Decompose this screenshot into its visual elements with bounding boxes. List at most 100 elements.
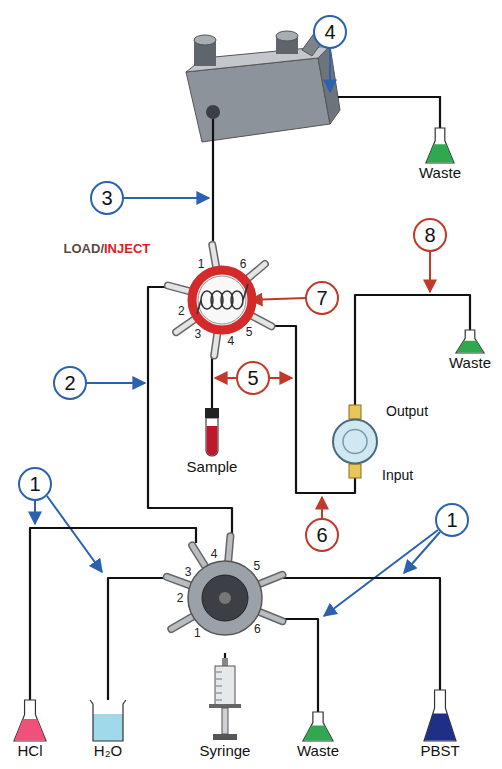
port-fitting — [257, 611, 283, 621]
waste-flask-shape — [455, 330, 485, 354]
container-label: Waste — [295, 742, 341, 759]
flask-liquid — [457, 341, 484, 353]
container-label: PBST — [418, 742, 462, 759]
injection-valve: 162534 — [170, 248, 274, 352]
water-beaker: H₂O — [89, 700, 127, 759]
waste-flask: Waste — [447, 330, 493, 371]
port-number: 3 — [185, 566, 192, 578]
flask-liquid — [304, 726, 333, 741]
port-number: 4 — [227, 335, 234, 347]
pump-port-label: Output — [386, 403, 428, 419]
valve-rotor — [202, 575, 248, 621]
tubing — [280, 578, 440, 690]
pump-fitting — [349, 405, 361, 419]
hcl-flask: HCl — [13, 700, 47, 759]
flask-liquid — [425, 713, 456, 740]
leader-arrows — [35, 48, 440, 616]
callout-number: 2 — [64, 373, 75, 393]
flask-outline — [424, 690, 456, 741]
valve-body — [188, 561, 262, 635]
port-fitting — [171, 615, 195, 629]
pump: OutputInput — [330, 405, 380, 478]
port-fitting — [257, 611, 283, 621]
port-fitting — [167, 577, 193, 587]
sample-loop — [197, 284, 248, 314]
port-fitting — [228, 536, 230, 564]
beaker-outline — [90, 700, 126, 741]
pump-port-label: Input — [382, 467, 413, 483]
valve-hub — [219, 592, 231, 604]
flask-outline — [14, 700, 46, 741]
syringe-scale — [216, 700, 222, 701]
callout-circles — [19, 16, 468, 551]
selector-valve: 345261 — [170, 543, 280, 653]
flask-outline — [426, 128, 454, 163]
selector-valve-shape — [170, 543, 280, 653]
pbst-flask-shape — [423, 690, 457, 742]
container-label: H₂O — [89, 742, 127, 759]
port-fitting — [167, 577, 193, 587]
flask-outline — [303, 712, 333, 741]
tube-cap — [205, 408, 219, 418]
callout-number: 5 — [247, 368, 258, 388]
tubing — [224, 653, 226, 658]
port-fitting — [257, 575, 283, 585]
syringe-barrel — [215, 666, 235, 706]
sample-tube-shape — [203, 408, 221, 458]
port-number: 1 — [194, 627, 201, 639]
syringe: Syringe — [198, 658, 253, 759]
port-fitting — [192, 545, 207, 569]
syringe-tip — [222, 658, 228, 666]
sample-liquid — [207, 426, 218, 455]
port-number: 1 — [198, 258, 205, 270]
port-number: 5 — [253, 560, 260, 572]
tube-body — [206, 418, 218, 456]
tubing — [108, 578, 170, 700]
valve-rotor — [198, 276, 246, 324]
syringe-scale — [216, 693, 222, 694]
callout-number: 3 — [101, 188, 112, 208]
container-label: Waste — [447, 354, 493, 371]
mode-label: LOAD/ — [64, 242, 104, 255]
port-number: 2 — [177, 592, 184, 604]
container-label: HCl — [13, 742, 47, 759]
port-fitting — [228, 536, 230, 564]
syringe-thumb — [213, 734, 237, 740]
flask-liquid — [427, 144, 454, 162]
sample-loop — [231, 291, 243, 309]
port-number: 6 — [240, 258, 247, 270]
detector — [186, 28, 340, 142]
callout-number: 4 — [324, 22, 335, 42]
sample-tube: Sample — [185, 408, 240, 475]
syringe-scale — [216, 679, 222, 680]
pump-shape — [330, 405, 380, 478]
syringe-flange — [209, 704, 241, 708]
port-fitting — [192, 545, 207, 569]
mode-label: INJECT — [104, 242, 150, 255]
valve-ring — [192, 270, 252, 330]
port-number: 3 — [195, 328, 202, 340]
callout-number: 1 — [29, 474, 40, 494]
port-number: 4 — [211, 548, 218, 560]
tubing — [211, 352, 213, 408]
tubing — [213, 97, 440, 249]
hcl-flask-shape — [13, 700, 47, 742]
injection-valve-shape — [170, 248, 274, 352]
flask-liquid — [15, 719, 46, 741]
water-beaker-shape — [89, 700, 127, 742]
port-fitting — [257, 575, 283, 585]
container-label: Sample — [185, 458, 240, 475]
flask-outline — [456, 330, 484, 353]
port-fitting — [171, 615, 195, 629]
tubing — [274, 326, 355, 493]
pump-body — [333, 420, 377, 464]
waste-flask-shape — [302, 712, 334, 742]
syringe-plunger — [222, 708, 228, 734]
port-number: 2 — [178, 305, 185, 317]
container-label: Syringe — [198, 742, 253, 759]
beaker-liquid — [93, 714, 123, 741]
callout-number: 6 — [316, 525, 327, 545]
container-label: Waste — [417, 164, 463, 181]
syringe-scale — [216, 686, 222, 687]
pbst-flask: PBST — [418, 690, 462, 759]
